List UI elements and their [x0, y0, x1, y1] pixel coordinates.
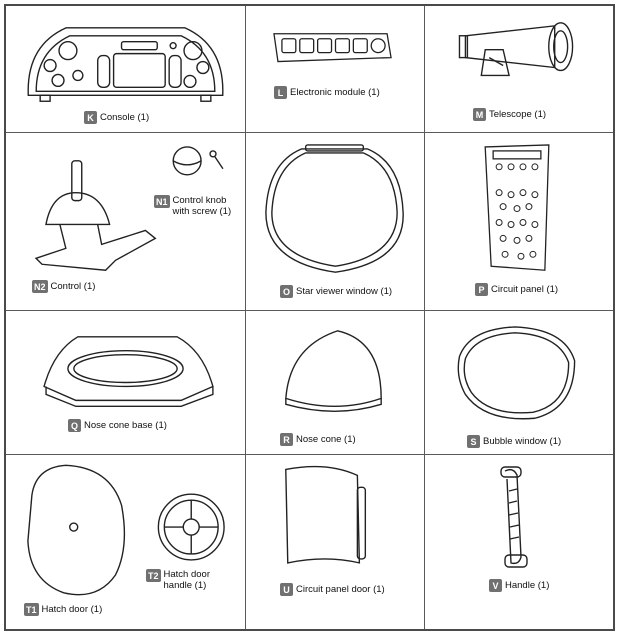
cell-nose-cone: R Nose cone (1) [246, 311, 425, 455]
cell-star-viewer-window: O Star viewer window (1) [246, 133, 425, 311]
part-name: Handle (1) [505, 580, 550, 591]
label-handle: V Handle (1) [489, 579, 549, 592]
label-hatch-door: T1 Hatch door (1) [24, 603, 102, 616]
part-letter-badge: T1 [24, 603, 39, 616]
hatch-door-illustration [27, 464, 225, 596]
label-nose-cone-base: Q Nose cone base (1) [68, 419, 167, 432]
part-name-line1: Hatch door [163, 569, 210, 580]
label-nose-cone: R Nose cone (1) [280, 433, 356, 446]
control-illustration [34, 146, 224, 271]
part-name: Hatch door (1) [41, 604, 103, 615]
part-letter-badge: M [473, 108, 486, 121]
cell-control: N1 Control knob with screw (1) N2 Contro… [6, 133, 246, 311]
cell-nose-cone-base: Q Nose cone base (1) [6, 311, 246, 455]
part-letter-badge: K [84, 111, 97, 124]
cell-bubble-window: S Bubble window (1) [425, 311, 613, 455]
part-name-line1: Control knob [172, 195, 227, 206]
label-bubble-window: S Bubble window (1) [467, 435, 561, 448]
label-electronic-module: L Electronic module (1) [274, 86, 380, 99]
label-circuit-panel: P Circuit panel (1) [475, 283, 558, 296]
part-name: Control (1) [50, 281, 96, 292]
cell-console: K Console (1) [6, 6, 246, 133]
circuit-panel-door-illustration [285, 465, 367, 564]
parts-grid: K Console (1) L Electronic module (1) [6, 6, 613, 629]
part-letter-badge: O [280, 285, 293, 298]
cell-electronic-module: L Electronic module (1) [246, 6, 425, 133]
part-name: Star viewer window (1) [296, 286, 393, 297]
label-star-viewer-window: O Star viewer window (1) [280, 285, 392, 298]
console-illustration [27, 27, 224, 102]
part-letter-badge: R [280, 433, 293, 446]
label-circuit-panel-door: U Circuit panel door (1) [280, 583, 385, 596]
part-name: Bubble window (1) [483, 436, 562, 447]
part-name: Electronic module (1) [290, 87, 380, 98]
part-letter-badge: S [467, 435, 480, 448]
label-hatch-door-handle: T2 Hatch door handle (1) [146, 569, 210, 591]
part-name: Circuit panel (1) [491, 284, 559, 295]
handle-illustration [500, 466, 528, 568]
parts-sheet: K Console (1) L Electronic module (1) [4, 4, 615, 631]
cell-circuit-panel-door: U Circuit panel door (1) [246, 455, 425, 629]
part-name: Telescope (1) [489, 109, 547, 120]
cell-circuit-panel: P Circuit panel (1) [425, 133, 613, 311]
label-console: K Console (1) [84, 111, 149, 124]
part-letter-badge: N2 [32, 280, 48, 293]
label-telescope: M Telescope (1) [473, 108, 546, 121]
part-letter-badge: U [280, 583, 293, 596]
part-letter-badge: V [489, 579, 502, 592]
telescope-illustration [458, 22, 574, 77]
label-control: N2 Control (1) [32, 280, 95, 293]
cell-hatch-door: T2 Hatch door handle (1) T1 Hatch door (… [6, 455, 246, 629]
nose-cone-illustration [285, 330, 382, 412]
part-name: Circuit panel door (1) [296, 584, 385, 595]
label-control-knob: N1 Control knob with screw (1) [154, 195, 231, 217]
cell-handle: V Handle (1) [425, 455, 613, 629]
part-letter-badge: L [274, 86, 287, 99]
part-name: Nose cone (1) [296, 434, 356, 445]
star-viewer-window-illustration [265, 144, 404, 273]
part-letter-badge: T2 [146, 569, 161, 582]
nose-cone-base-illustration [43, 336, 214, 408]
cell-telescope: M Telescope (1) [425, 6, 613, 133]
part-letter-badge: N1 [154, 195, 170, 208]
bubble-window-illustration [457, 326, 576, 420]
part-letter-badge: Q [68, 419, 81, 432]
part-letter-badge: P [475, 283, 488, 296]
part-name: Nose cone base (1) [84, 420, 167, 431]
part-name: Console (1) [100, 112, 150, 123]
part-name-line2: handle (1) [163, 580, 207, 591]
part-name-line2: with screw (1) [172, 206, 232, 217]
electronic-module-illustration [273, 33, 392, 63]
circuit-panel-illustration [484, 144, 550, 271]
